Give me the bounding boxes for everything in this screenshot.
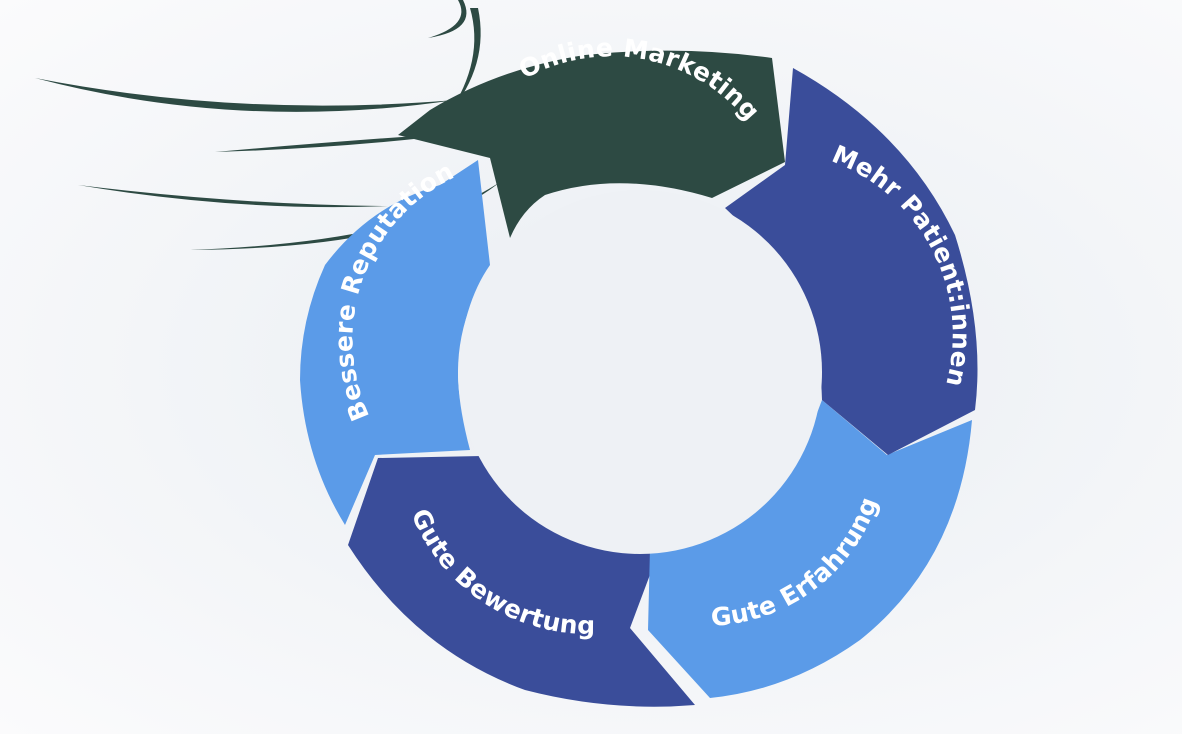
- segment-mehr-patientinnen: [725, 68, 978, 455]
- center-circle: [458, 190, 822, 554]
- segment-bessere-reputation: [300, 160, 490, 525]
- swoosh-line-5: [428, 0, 467, 38]
- segment-gute-bewertung: [348, 456, 695, 707]
- swoosh-line-6: [448, 8, 481, 115]
- swoosh-line-1: [35, 78, 455, 112]
- segment-gute-erfahrung: [648, 400, 972, 698]
- swoosh-line-3: [78, 185, 388, 208]
- segment-online-marketing: [398, 50, 785, 238]
